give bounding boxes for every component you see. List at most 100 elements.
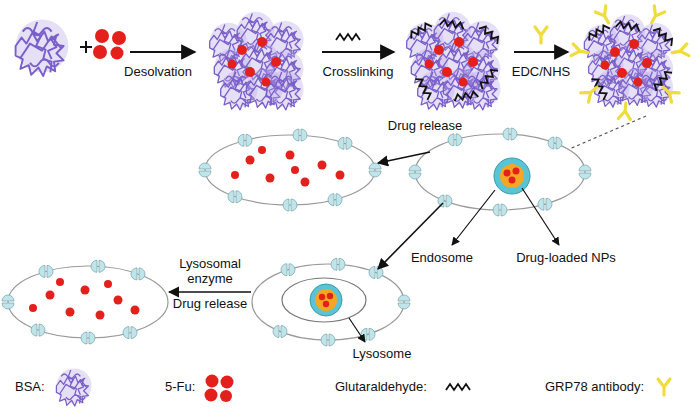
- cell-drug-released-part: [8, 266, 168, 338]
- nanoparticle-part: [228, 37, 282, 87]
- crosslinked-nanoparticle-part-part: [442, 67, 452, 77]
- drug-dots-part: [95, 29, 109, 43]
- cell-drug-released-part-part: [104, 280, 112, 288]
- legend-sample-part-part: [205, 389, 218, 402]
- bsa-molecule: [16, 20, 69, 76]
- cell-drug-released-part: [238, 134, 252, 146]
- targeted-nanoparticle-part: [586, 23, 610, 40]
- cell-lysosome-part: [310, 284, 342, 316]
- pathway-label: Lysosomal enzyme: [174, 256, 246, 286]
- cell-drug-released-part-part: [66, 308, 75, 317]
- step-label: EDC/NHS: [512, 64, 571, 79]
- targeted-nanoparticle-part: [653, 26, 675, 46]
- cell-lysosome-part: [315, 289, 337, 311]
- process-arrow-part: [130, 51, 195, 53]
- drug-dots-part: [112, 31, 126, 45]
- crosslinker-icon: [336, 34, 360, 40]
- leader-arrow-part: [522, 188, 559, 245]
- cell-lysosome-part: [319, 293, 333, 307]
- cell-lysosome-part: [252, 264, 404, 340]
- cell-drug-released-part: [231, 146, 345, 187]
- plus-sign-part: [80, 41, 92, 53]
- cell-lysosome-part-part: [323, 301, 329, 307]
- crosslinked-nanoparticle-part: [408, 21, 432, 38]
- legend-sample-part-part: [221, 376, 234, 389]
- process-arrow-part: [322, 51, 394, 53]
- nanoparticle: [210, 12, 304, 110]
- targeted-nanoparticle-part-part: [642, 58, 652, 68]
- cell-lysosome: [252, 258, 410, 346]
- legend-sample-part: [205, 375, 234, 403]
- cell-endocytosis-part: [538, 198, 552, 210]
- cell-endocytosis-part: [500, 164, 524, 188]
- targeted-nanoparticle: [571, 6, 689, 120]
- cell-drug-released-part-part: [81, 286, 90, 295]
- cell-drug-released-part-part: [336, 171, 345, 180]
- cell-drug-released-part-part: [246, 156, 255, 165]
- cell-endocytosis-part: [494, 158, 530, 194]
- cell-drug-released-part-part: [301, 178, 310, 187]
- targeted-nanoparticle-part: [671, 44, 689, 59]
- cell-drug-released-part-part: [46, 291, 55, 300]
- nanoparticle-part-part: [262, 78, 271, 87]
- cell-drug-released-part: [2, 295, 14, 309]
- cell-drug-released-part-part: [96, 311, 105, 320]
- crosslinked-nanoparticle-part-part: [425, 60, 434, 69]
- targeted-nanoparticle-part: [659, 83, 679, 102]
- targeted-nanoparticle-part: [581, 83, 601, 102]
- legend-sample-part: [658, 379, 670, 395]
- cell-endocytosis-part-part: [513, 168, 520, 175]
- crosslinked-nanoparticle-part: [478, 67, 498, 89]
- cell-drug-released-part: [131, 268, 145, 280]
- cell-lysosome-part: [282, 278, 366, 322]
- pathway-label: Drug release: [388, 118, 462, 133]
- cell-endocytosis-part: [493, 204, 507, 216]
- antibody-icon-part: [535, 27, 547, 43]
- targeted-nanoparticle-part: [595, 6, 613, 26]
- cell-drug-released-part: [199, 163, 211, 177]
- cell-drug-released-part-part: [291, 166, 299, 174]
- crosslinked-nanoparticle-part-part: [468, 57, 478, 67]
- nanoparticle-part-part: [271, 57, 281, 67]
- targeted-nanoparticle-part-part: [610, 47, 620, 57]
- cell-drug-released: [199, 129, 381, 211]
- callout-label: Drug-loaded NPs: [516, 250, 616, 265]
- nanoparticle-part-part: [257, 37, 267, 47]
- antibody-icon: [535, 27, 547, 43]
- targeted-nanoparticle-part-part: [629, 39, 639, 49]
- cell-lysosome-part-part: [319, 294, 325, 300]
- crosslinked-nanoparticle-part: [415, 76, 432, 100]
- drug-dots-part: [93, 45, 107, 59]
- crosslinked-nanoparticle-part: [407, 12, 501, 110]
- cell-drug-released-part-part: [258, 146, 266, 154]
- cell-drug-released-part-part: [29, 304, 37, 312]
- cell-endocytosis-part: [415, 134, 585, 210]
- step-label: Crosslinking: [323, 64, 394, 79]
- cell-drug-released-part-part: [318, 161, 327, 170]
- crosslinked-nanoparticle-part-part: [459, 78, 468, 87]
- crosslinked-nanoparticle-part: [454, 91, 479, 101]
- pathway-label: Drug release: [173, 296, 247, 311]
- nanoparticle-part: [210, 12, 304, 110]
- legend-sample-part-part: [206, 375, 219, 388]
- drug-dots: [93, 29, 126, 60]
- legend-sample-part: [446, 384, 470, 390]
- cell-endocytosis-part: [448, 134, 462, 146]
- cell-endocytosis-part: [504, 168, 520, 184]
- cell-drug-released-part-part: [131, 306, 140, 315]
- crosslinked-nanoparticle-part-part: [454, 37, 464, 47]
- crosslinked-nanoparticle-part: [479, 24, 501, 44]
- drug-dots-part: [111, 47, 124, 60]
- crosslinker-icon-part: [336, 34, 360, 40]
- cell-lysosome-part: [369, 267, 383, 279]
- cell-drug-released-part: [31, 324, 45, 336]
- targeted-nanoparticle-part-part: [617, 68, 627, 78]
- crosslinked-nanoparticle-part: [425, 37, 479, 87]
- bsa-molecule-part: [16, 20, 69, 76]
- cell-drug-released-part: [228, 191, 242, 203]
- process-arrow-part: [514, 51, 568, 53]
- leader-arrow: [349, 188, 559, 342]
